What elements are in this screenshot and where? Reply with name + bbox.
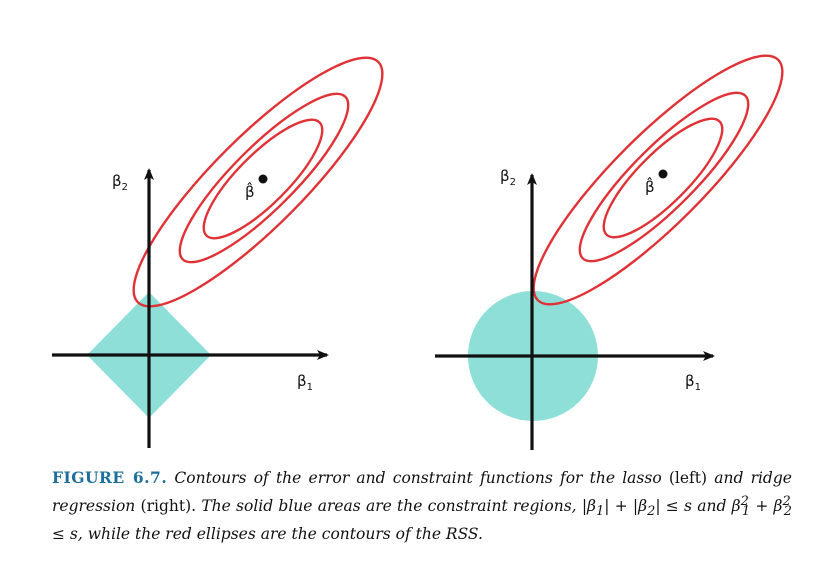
contour-middle: [578, 91, 750, 263]
contour-outer: [532, 54, 784, 306]
beta-hat-point-left: [258, 174, 268, 184]
x-axis-label-right: β1: [685, 372, 701, 393]
y-axis-label-left: β2: [112, 172, 128, 193]
ridge-constraint-formula: β21 + β22 ≤ s,: [52, 494, 792, 544]
ridge-panel: β̂ β2 β1: [435, 54, 784, 450]
figure-label: FIGURE 6.7.: [52, 468, 168, 487]
figure-graphic: β̂ β2 β1 β̂ β2 β1: [52, 54, 784, 450]
rss-contours-right: [532, 54, 784, 306]
contour-middle: [178, 92, 350, 264]
figure-caption: FIGURE 6.7. Contours of the error and co…: [52, 468, 792, 544]
lasso-constraint-formula: |β1| + |β2| ≤ s: [581, 497, 693, 520]
contour-outer: [132, 56, 384, 308]
beta-hat-label-right: β̂: [645, 176, 655, 196]
lasso-panel: β̂ β2 β1: [52, 56, 384, 448]
x-axis-label-left: β1: [297, 372, 313, 393]
beta-hat-label-left: β̂: [245, 181, 255, 201]
contour-inner: [602, 117, 724, 239]
y-axis-label-right: β2: [500, 167, 516, 188]
beta-hat-point-right: [658, 169, 668, 179]
contour-inner: [202, 118, 324, 240]
rss-contours-left: [132, 56, 384, 308]
